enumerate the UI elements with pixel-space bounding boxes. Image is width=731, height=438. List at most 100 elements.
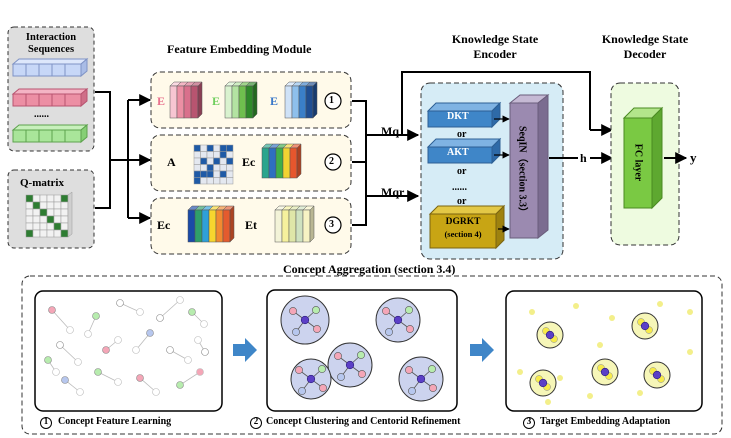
target-dot [557, 375, 563, 381]
row1-number: 1 [329, 95, 334, 106]
cluster-member-node [406, 325, 414, 333]
adjacency-cell [200, 177, 208, 185]
concept-node [102, 346, 110, 354]
target-dot [587, 393, 593, 399]
q-matrix-cell [60, 194, 69, 203]
row3-number: 3 [329, 219, 334, 230]
seqin-block [508, 93, 550, 240]
cluster-member-node [358, 370, 366, 378]
adjacency-cell [226, 177, 234, 185]
cluster-member-node [318, 365, 326, 373]
or-label-2: or [457, 166, 467, 177]
step1-concept-nodes [44, 296, 209, 396]
embedding-slab [268, 147, 277, 179]
q-matrix-cell [46, 215, 55, 224]
embedding-slab [169, 85, 178, 119]
cluster-member-node [298, 387, 306, 395]
concept-node [136, 308, 144, 316]
concept-node [200, 320, 208, 328]
concept-embedding-stack [261, 143, 302, 179]
embedding-slab [291, 85, 300, 119]
encoder-ellipsis: ...... [452, 182, 467, 193]
concept-node [61, 376, 69, 384]
concept-node [94, 368, 102, 376]
q-matrix-cell [53, 208, 62, 217]
adjacency-cell [219, 144, 227, 152]
step2-number-circle [250, 417, 262, 429]
q-matrix-cell [32, 222, 41, 231]
concept-node [166, 346, 174, 354]
embedding-slab [190, 85, 199, 119]
embedding-slab [215, 209, 224, 243]
decoder-title: Knowledge State Decoder [601, 32, 689, 62]
embedding-slab-side [197, 81, 203, 119]
embedding-stack-pink [169, 81, 203, 119]
q-matrix-cell [39, 194, 48, 203]
cluster-member-node [385, 328, 393, 336]
bypass-line [401, 71, 591, 135]
adjacency-cell [213, 151, 221, 159]
adjacency-cell [206, 164, 214, 172]
row1-label-e-green: E [212, 94, 221, 108]
q-matrix-cell [39, 215, 48, 224]
feature-embedding-title: Feature Embedding Module [167, 42, 312, 56]
embedding-stack-blue [284, 81, 318, 119]
concept-node [146, 329, 154, 337]
encoder-title-line2: Encoder [473, 47, 517, 61]
adjacency-cell [219, 177, 227, 185]
q-matrix-cell [60, 208, 69, 217]
embedding-slab-side [229, 205, 235, 243]
concept-node [116, 299, 124, 307]
encoder-title-line1: Knowledge State [451, 32, 539, 46]
embedding-slab [245, 85, 254, 119]
decoder-title-line2: Decoder [623, 47, 667, 61]
target-centroid [538, 378, 548, 388]
concept-node [176, 296, 184, 304]
concept-node [156, 314, 164, 322]
akt-label: AKT [447, 147, 469, 158]
cluster-member-node [334, 352, 342, 360]
dkt-block [426, 101, 502, 129]
q-matrix-cell [60, 215, 69, 224]
or-label-3: or [457, 196, 467, 207]
cluster-centroid [306, 374, 316, 384]
concept-node [136, 374, 144, 382]
target-centroid [640, 321, 650, 331]
dgrkt-label: DGRKT (section 4) [430, 216, 496, 240]
target-dot [529, 309, 535, 315]
target-dot [517, 369, 523, 375]
q-matrix-cell [25, 222, 34, 231]
merge-mqr-line [352, 162, 367, 226]
dgrkt-block [428, 204, 506, 250]
concept-link [59, 344, 79, 363]
embedding-slab [305, 85, 314, 119]
arrow-step1-to-step2 [233, 338, 257, 362]
q-matrix-title: Q-matrix [20, 177, 64, 189]
q-matrix-cell [32, 194, 41, 203]
embedding-slab-side [252, 81, 258, 119]
q-matrix-cell [39, 208, 48, 217]
aggregation-panel [21, 275, 723, 435]
interaction-title-line2: Sequences [27, 44, 75, 55]
sequence-bar-pink [11, 87, 89, 108]
q-matrix-cell [25, 194, 34, 203]
concept-link [179, 371, 201, 386]
q-matrix-cell [60, 222, 69, 231]
embedding-slab [238, 85, 247, 119]
fc-layer-label: FC layer [632, 143, 644, 182]
embedding-slab [222, 209, 231, 243]
or-label-1: or [457, 129, 467, 140]
q-matrix-cell [25, 215, 34, 224]
y-label: y [690, 150, 697, 165]
concept-node [52, 368, 60, 376]
seqin-label: SeqIN（section 3.3） [516, 125, 528, 218]
embedding-slab [302, 209, 311, 243]
concept-node [48, 306, 56, 314]
dkt-label: DKT [447, 111, 469, 122]
adjacency-cell [193, 144, 201, 152]
sequence-bar-blue [11, 57, 89, 78]
step3-number-circle [523, 417, 535, 429]
step1-number: 1 [43, 416, 49, 426]
cluster-member-node [428, 365, 436, 373]
